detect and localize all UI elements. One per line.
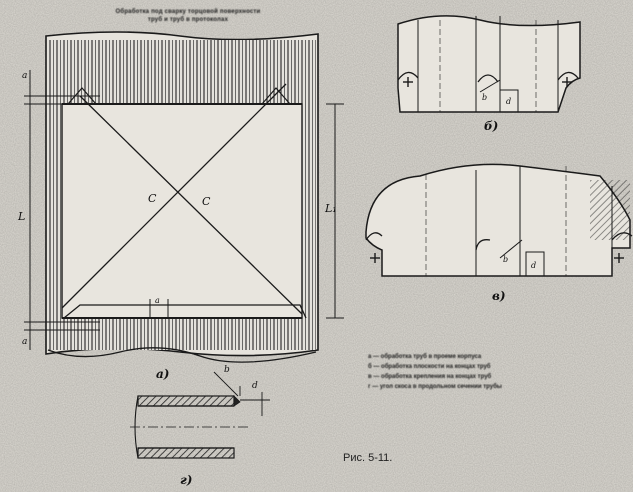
figure-a-label: а) — [156, 367, 169, 381]
label-a-top: a — [22, 71, 27, 81]
label-d-dim-b: d — [506, 97, 511, 106]
figure-g-label: г) — [180, 473, 192, 487]
legend-item-g: г — угол скоса в продольном сечении труб… — [368, 384, 502, 390]
label-L: L — [17, 210, 25, 223]
title-line-1: Обработка под сварку торцовой поверхност… — [115, 9, 261, 15]
figure-caption: Рис. 5-11. — [343, 452, 393, 464]
label-d-dim-v: d — [531, 261, 536, 270]
label-C-left: C — [148, 192, 157, 205]
figure-title: Обработка под сварку торцовой поверхност… — [88, 8, 288, 24]
figure-v-tube-end — [365, 163, 633, 277]
legend-item-v: в — обработка крепления на концах труб — [368, 374, 492, 380]
legend-item-b: б — обработка плоскости на концах труб — [368, 364, 491, 370]
figure-v-label: в) — [492, 289, 506, 303]
label-b-dim-g: b — [224, 365, 230, 375]
label-a-lower: a — [22, 337, 27, 347]
figure-b-tube-end — [397, 15, 581, 113]
figure-g-pipe-section — [130, 371, 270, 459]
label-a-bottom: a — [155, 296, 160, 305]
legend-item-a: а — обработка труб в проеме корпуса — [368, 354, 482, 360]
label-d-dim-g: d — [252, 381, 258, 391]
label-L1: L₁ — [324, 202, 337, 215]
title-line-2: труб и труб в протоколах — [147, 17, 229, 23]
legend: а — обработка труб в проеме корпуса б — … — [368, 352, 573, 392]
label-b-dim: b — [482, 93, 487, 102]
label-b-dim-v: b — [503, 255, 508, 264]
figure-a-tube-sheet — [24, 31, 344, 363]
figure-b-label: б) — [484, 119, 498, 133]
label-C-right: C — [202, 195, 211, 208]
